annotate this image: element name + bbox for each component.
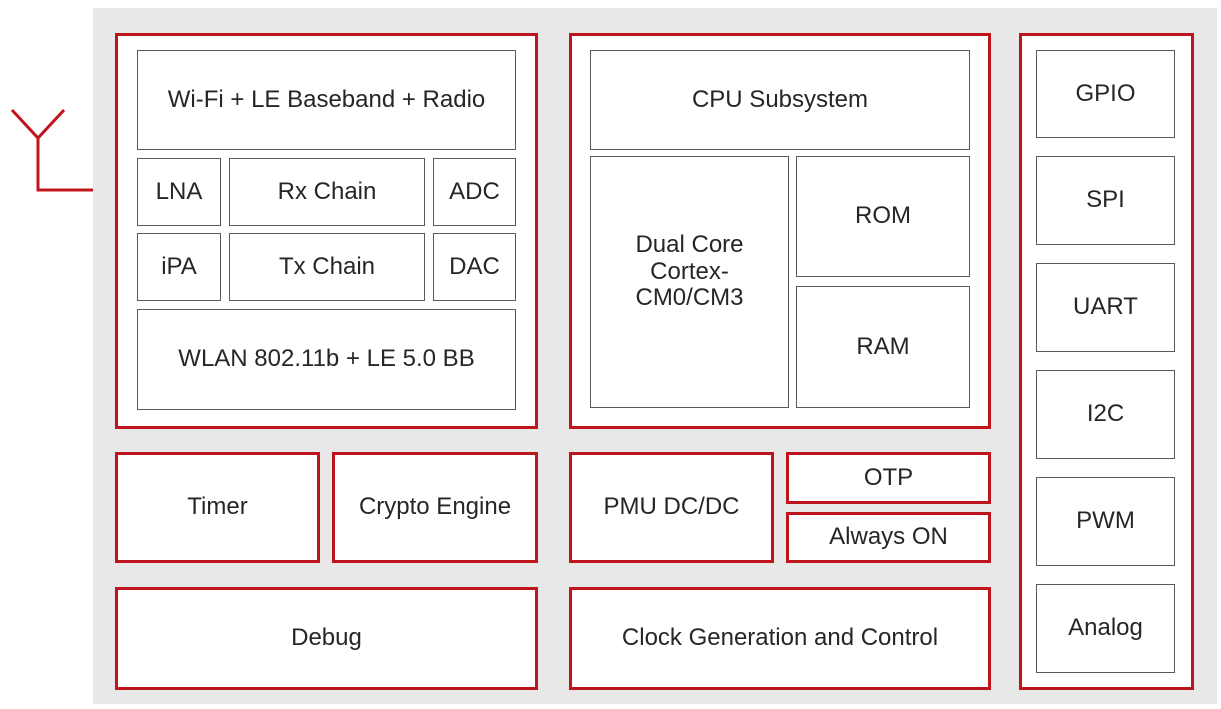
gpio-label: GPIO [1075, 79, 1136, 107]
tx-chain-label: Tx Chain [278, 252, 376, 280]
dac-label: DAC [449, 252, 500, 280]
lna-label: LNA [155, 177, 203, 205]
debug-label: Debug [291, 624, 362, 652]
adc-label: ADC [449, 177, 500, 205]
cpu-subsystem-block: CPU Subsystem [590, 50, 970, 150]
baseband-block: Wi-Fi + LE Baseband + Radio [137, 50, 516, 150]
uart-block: UART [1036, 263, 1175, 352]
antenna-icon [10, 108, 118, 192]
rx-chain-label: Rx Chain [277, 177, 377, 205]
uart-label: UART [1073, 293, 1138, 321]
wlan-block: WLAN 802.11b + LE 5.0 BB [137, 309, 516, 410]
rx-chain-block: Rx Chain [229, 158, 425, 226]
ipa-block: iPA [137, 233, 221, 301]
spi-label: SPI [1086, 186, 1125, 214]
crypto-engine-label: Crypto Engine [358, 493, 512, 521]
timer-label: Timer [187, 493, 248, 521]
baseband-label: Wi-Fi + LE Baseband + Radio [167, 85, 486, 113]
cpu-subsystem-label: CPU Subsystem [691, 85, 869, 113]
ipa-label: iPA [161, 252, 197, 280]
clock-label: Clock Generation and Control [621, 624, 939, 652]
wlan-label: WLAN 802.11b + LE 5.0 BB [178, 345, 475, 373]
timer-block: Timer [115, 452, 320, 563]
dac-block: DAC [433, 233, 516, 301]
clock-block: Clock Generation and Control [569, 587, 991, 690]
adc-block: ADC [433, 158, 516, 226]
always-on-block: Always ON [786, 512, 991, 563]
debug-block: Debug [115, 587, 538, 690]
analog-block: Analog [1036, 584, 1175, 673]
pmu-label: PMU DC/DC [603, 493, 740, 521]
ram-block: RAM [796, 286, 970, 408]
i2c-block: I2C [1036, 370, 1175, 459]
dual-core-label: Dual Core Cortex-CM0/CM3 [635, 230, 744, 312]
tx-chain-block: Tx Chain [229, 233, 425, 301]
otp-label: OTP [863, 463, 914, 491]
crypto-engine-block: Crypto Engine [332, 452, 538, 563]
otp-block: OTP [786, 452, 991, 504]
rom-label: ROM [855, 202, 911, 230]
io-group [1019, 33, 1194, 690]
ram-label: RAM [856, 332, 910, 360]
always-on-label: Always ON [829, 523, 948, 551]
dual-core-block: Dual Core Cortex-CM0/CM3 [590, 156, 789, 408]
pwm-label: PWM [1076, 507, 1135, 535]
gpio-block: GPIO [1036, 50, 1175, 138]
lna-block: LNA [137, 158, 221, 226]
rom-block: ROM [796, 156, 970, 277]
spi-block: SPI [1036, 156, 1175, 245]
analog-label: Analog [1068, 614, 1143, 642]
i2c-label: I2C [1086, 400, 1125, 428]
pmu-block: PMU DC/DC [569, 452, 774, 563]
pwm-block: PWM [1036, 477, 1175, 566]
